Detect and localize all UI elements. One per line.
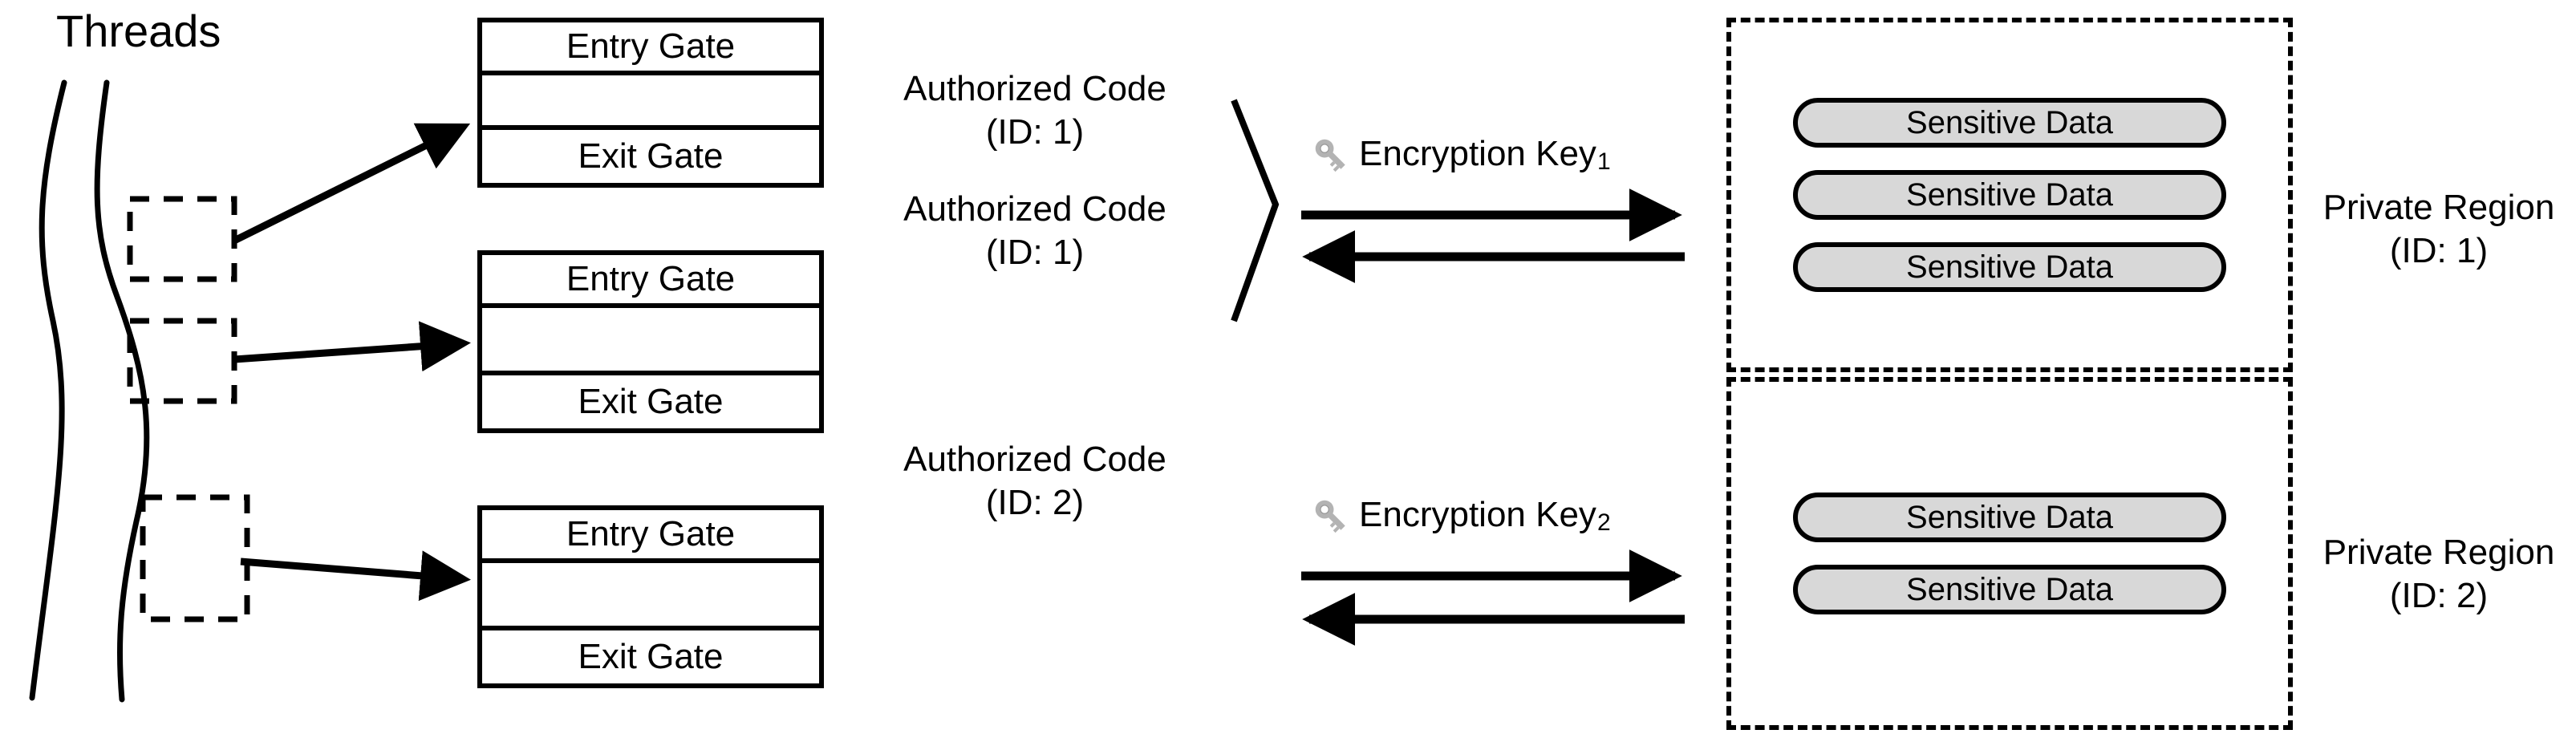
exit-gate-label-3: Exit Gate xyxy=(482,630,819,683)
authorized-code-line1-3: Authorized Code xyxy=(903,440,1166,479)
thread-to-gate-arrow-3 xyxy=(240,550,471,602)
sensitive-data-label: Sensitive Data xyxy=(1906,104,2113,140)
authorized-code-line2-3: (ID: 2) xyxy=(985,482,1085,522)
sensitive-data-label: Sensitive Data xyxy=(1906,499,2113,535)
private-region-line1-1: Private Region xyxy=(2322,188,2555,227)
key-icon xyxy=(1315,500,1345,533)
authorized-code-line1-1: Authorized Code xyxy=(903,69,1166,108)
exit-gate-label-2: Exit Gate xyxy=(482,375,819,428)
gate-box-1[interactable]: Entry Gate Exit Gate xyxy=(477,18,824,188)
private-region-2[interactable]: Sensitive Data Sensitive Data xyxy=(1726,377,2293,730)
sensitive-data-pill[interactable]: Sensitive Data xyxy=(1793,170,2226,220)
entry-gate-label-3: Entry Gate xyxy=(482,510,819,563)
thread-slice-box-2 xyxy=(127,318,237,404)
authorized-code-line2-1: (ID: 1) xyxy=(985,111,1085,152)
private-region-label-1: Private Region (ID: 1) xyxy=(2310,186,2567,272)
private-region-line2-1: (ID: 1) xyxy=(2389,230,2489,270)
sensitive-data-pill[interactable]: Sensitive Data xyxy=(1793,493,2226,542)
thread-to-gate-arrow-1 xyxy=(232,123,471,245)
authorized-code-line1-2: Authorized Code xyxy=(903,189,1166,229)
sensitive-data-label: Sensitive Data xyxy=(1906,571,2113,607)
sensitive-data-pill[interactable]: Sensitive Data xyxy=(1793,565,2226,614)
entry-gate-label-2: Entry Gate xyxy=(482,255,819,308)
authorized-code-label-3: Authorized Code (ID: 2) xyxy=(850,438,1219,524)
private-region-line2-2: (ID: 2) xyxy=(2389,575,2489,615)
gate-box-3[interactable]: Entry Gate Exit Gate xyxy=(477,505,824,688)
thread-slice-box-3 xyxy=(140,494,250,622)
thread-curve-1 xyxy=(29,79,67,701)
sensitive-data-label: Sensitive Data xyxy=(1906,176,2113,213)
sensitive-data-label: Sensitive Data xyxy=(1906,249,2113,285)
entry-gate-label-1: Entry Gate xyxy=(482,22,819,75)
thread-slice-box-1 xyxy=(127,196,237,282)
exit-gate-label-1: Exit Gate xyxy=(482,130,819,183)
encryption-key-text-1: Encryption Key xyxy=(1359,134,1596,173)
authorized-code-label-1: Authorized Code (ID: 1) xyxy=(850,67,1219,153)
authorized-code-label-2: Authorized Code (ID: 1) xyxy=(850,188,1219,274)
thread-curve-2 xyxy=(94,79,150,703)
sensitive-data-pill[interactable]: Sensitive Data xyxy=(1793,98,2226,148)
private-region-1[interactable]: Sensitive Data Sensitive Data Sensitive … xyxy=(1726,18,2293,372)
gate-body-1 xyxy=(482,75,819,130)
authorized-code-line2-2: (ID: 1) xyxy=(985,232,1085,272)
encryption-key-subscript-1: 1 xyxy=(1596,148,1611,175)
key-icon xyxy=(1315,139,1345,172)
threads-title: Threads xyxy=(56,6,221,56)
private-region-label-2: Private Region (ID: 2) xyxy=(2310,531,2567,617)
authorized-code-bracket xyxy=(1231,99,1280,322)
gate-box-2[interactable]: Entry Gate Exit Gate xyxy=(477,250,824,433)
private-region-line1-2: Private Region xyxy=(2322,533,2555,572)
thread-to-gate-arrow-2 xyxy=(233,321,471,372)
gate-body-2 xyxy=(482,308,819,375)
gate-body-3 xyxy=(482,563,819,630)
sensitive-data-pill[interactable]: Sensitive Data xyxy=(1793,242,2226,292)
encryption-key-text-2: Encryption Key xyxy=(1359,495,1596,534)
encryption-key-subscript-2: 2 xyxy=(1596,509,1611,536)
